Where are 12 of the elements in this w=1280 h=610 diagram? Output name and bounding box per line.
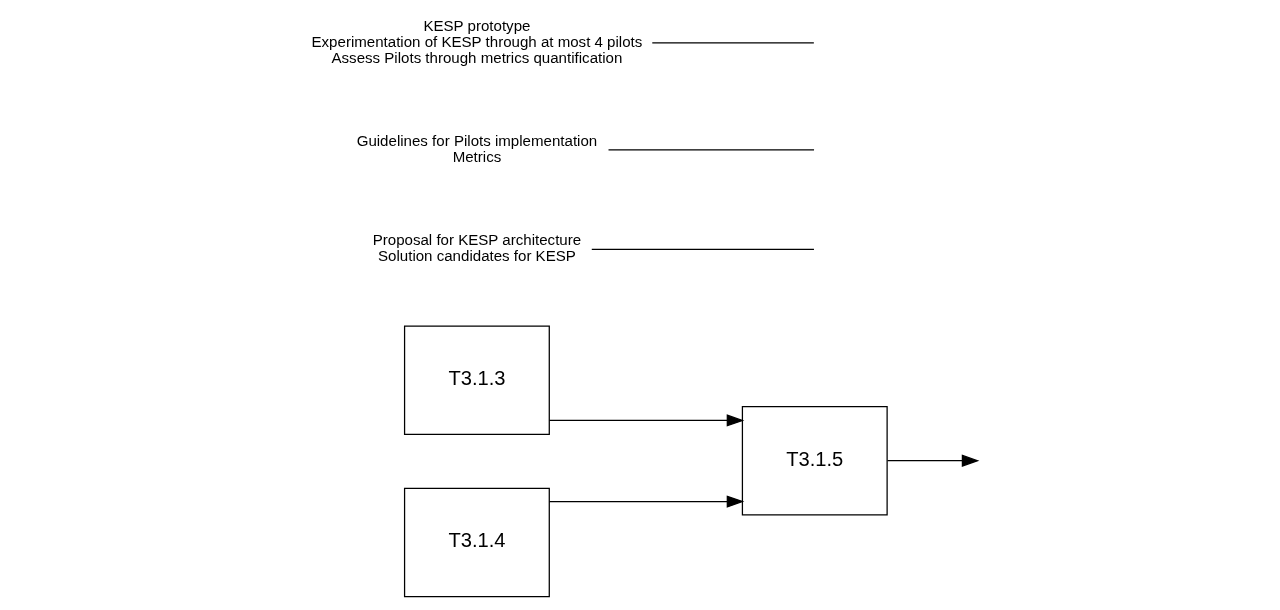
node-box: T3.1.5 xyxy=(741,405,888,516)
node-box: T3.1.4 xyxy=(403,487,550,598)
connector xyxy=(590,248,815,250)
node-text: Guidelines for Pilots implementation Metrics xyxy=(356,131,597,165)
connector xyxy=(651,42,814,44)
connector xyxy=(607,149,815,151)
arrow xyxy=(548,495,744,508)
node-text: Proposal for KESP architecture Solution candidates for KESP xyxy=(372,231,581,265)
node-text: KESP prototype Experimentation of KESP through at most 4 pilots Assess Pilots through metrics quantification xyxy=(311,16,642,67)
node-box: T3.1.3 xyxy=(403,325,550,435)
arrow xyxy=(886,454,979,467)
arrow xyxy=(548,414,744,427)
